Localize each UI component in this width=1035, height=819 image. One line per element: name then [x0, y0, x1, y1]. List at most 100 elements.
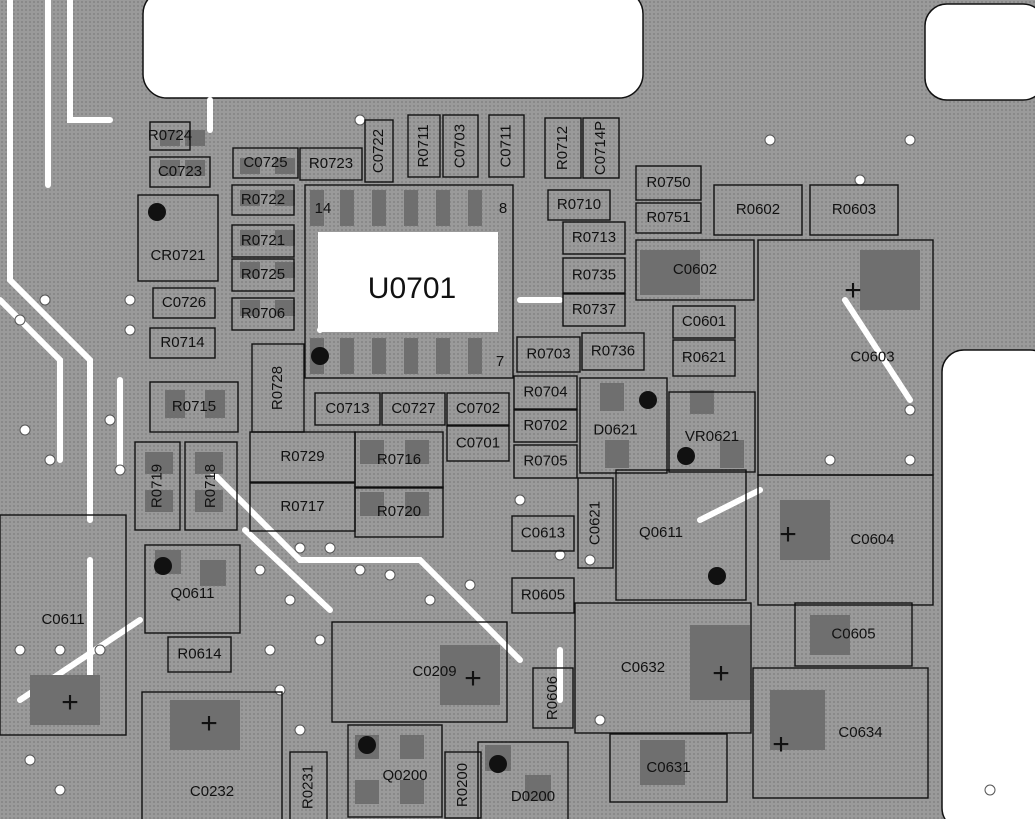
component-label-r0719: R0719	[148, 464, 165, 508]
plus-mark-c0611: +	[61, 686, 79, 719]
board-cutout-right	[924, 3, 1035, 101]
component-label-c0723: C0723	[158, 163, 202, 180]
component-label-c0714p: C0714P	[592, 121, 609, 175]
component-outline-c0723	[149, 156, 211, 188]
component-label-r0704: R0704	[523, 383, 567, 400]
component-label-r0717: R0717	[280, 498, 324, 515]
component-outline-r0602	[713, 184, 803, 236]
component-outline-c0726	[152, 287, 216, 319]
component-label-r0723: R0723	[309, 155, 353, 172]
pin-8-label: 8	[499, 200, 507, 217]
component-label-r0713: R0713	[572, 229, 616, 246]
component-outline-r0231	[289, 751, 328, 819]
board-cutout-top	[142, 0, 644, 99]
component-outline-r0718	[184, 441, 238, 531]
component-outline-d0200	[477, 741, 569, 819]
component-outline-c0711	[488, 114, 525, 178]
component-label-c0631: C0631	[646, 759, 690, 776]
component-outline-r0713	[562, 221, 626, 255]
component-label-r0728: R0728	[269, 366, 286, 410]
component-label-c0209: C0209	[412, 663, 456, 680]
component-label-c0726: C0726	[162, 294, 206, 311]
component-label-r0702: R0702	[523, 417, 567, 434]
ic-label: U0701	[368, 272, 456, 305]
component-outline-r0710	[547, 189, 611, 221]
component-label-d0621: D0621	[593, 421, 637, 438]
pads	[30, 130, 920, 804]
component-outline-r0721	[231, 224, 295, 258]
component-label-r0714: R0714	[160, 334, 204, 351]
component-label-r0703: R0703	[526, 345, 570, 362]
component-label-r0750: R0750	[646, 174, 690, 191]
component-label-r0724: R0724	[148, 127, 192, 144]
component-outline-c0232	[141, 691, 283, 819]
component-label-r0705: R0705	[523, 452, 567, 469]
component-outline-r0711	[407, 114, 441, 178]
component-outline-r0200	[444, 751, 482, 819]
component-outline-q0200	[347, 724, 443, 818]
pin1-marker	[311, 347, 329, 365]
component-outline-c0714p	[582, 117, 620, 179]
component-label-c0703: C0703	[451, 124, 468, 168]
component-outline-r0720	[354, 486, 444, 538]
component-label-r0718: R0718	[202, 464, 219, 508]
component-outline-c0632	[574, 602, 752, 734]
component-label-r0614: R0614	[177, 645, 221, 662]
component-label-r0711: R0711	[415, 124, 432, 167]
component-label-vr0621: VR0621	[685, 428, 739, 445]
component-label-r0715: R0715	[172, 398, 216, 415]
component-outline-r0719	[134, 441, 181, 531]
component-outline-cr0721	[137, 194, 219, 282]
component-label-r0716: R0716	[377, 451, 421, 468]
component-label-r0751: R0751	[646, 209, 690, 226]
component-outline-r0706	[231, 297, 295, 331]
component-label-r0722: R0722	[241, 191, 285, 208]
component-outline-r0735	[562, 257, 626, 294]
vias	[14, 114, 996, 796]
component-label-r0729: R0729	[280, 448, 324, 465]
component-outline-c0603	[757, 239, 934, 476]
component-outline-r0712	[544, 117, 582, 179]
component-outline-c0702	[446, 392, 510, 426]
plus-marks: + + + + + + +	[61, 274, 862, 761]
component-label-r0231: R0231	[299, 765, 316, 809]
component-outline-d0621	[579, 377, 668, 474]
component-outline-c0703	[442, 114, 479, 178]
component-label-cr0721: CR0721	[150, 247, 205, 264]
component-outline-c0601	[672, 305, 736, 339]
component-label-c0701: C0701	[456, 434, 500, 451]
component-outline-q0611b	[144, 544, 241, 634]
component-label-c0232: C0232	[190, 783, 234, 800]
component-outline-q0611a	[615, 469, 747, 601]
component-label-c0725: C0725	[243, 154, 287, 171]
component-outline-r0703	[516, 336, 581, 373]
component-outline-r0702	[513, 409, 578, 443]
component-outline-c0722	[364, 119, 394, 183]
component-label-c0602: C0602	[673, 261, 717, 278]
component-label-c0713: C0713	[325, 400, 369, 417]
component-outline-c0209	[331, 621, 508, 723]
plus-mark-c0232: +	[200, 707, 218, 740]
component-outline-r0736	[581, 332, 645, 371]
plus-mark-c0209: +	[464, 662, 482, 695]
component-label-c0702: C0702	[456, 400, 500, 417]
component-label-c0604: C0604	[850, 531, 894, 548]
component-outline-r0714	[149, 327, 216, 359]
component-outline-r0614	[167, 636, 232, 673]
polarity-dots	[148, 203, 726, 773]
board-cutout-edge	[941, 349, 1035, 819]
component-label-q0611b: Q0611	[171, 585, 215, 602]
component-label-r0602: R0602	[736, 201, 780, 218]
component-label-r0621: R0621	[682, 349, 726, 366]
component-outline-r0603	[809, 184, 899, 236]
component-outline-c0701	[446, 425, 510, 462]
component-label-r0710: R0710	[557, 196, 601, 213]
component-outline-r0724	[149, 121, 191, 151]
component-label-r0606: R0606	[544, 676, 561, 720]
component-label-r0725: R0725	[241, 266, 285, 283]
component-outline-r0605	[511, 577, 575, 614]
component-outline-c0602	[635, 239, 755, 301]
component-label-c0603: C0603	[850, 348, 894, 365]
component-label-c0722: C0722	[370, 129, 387, 173]
